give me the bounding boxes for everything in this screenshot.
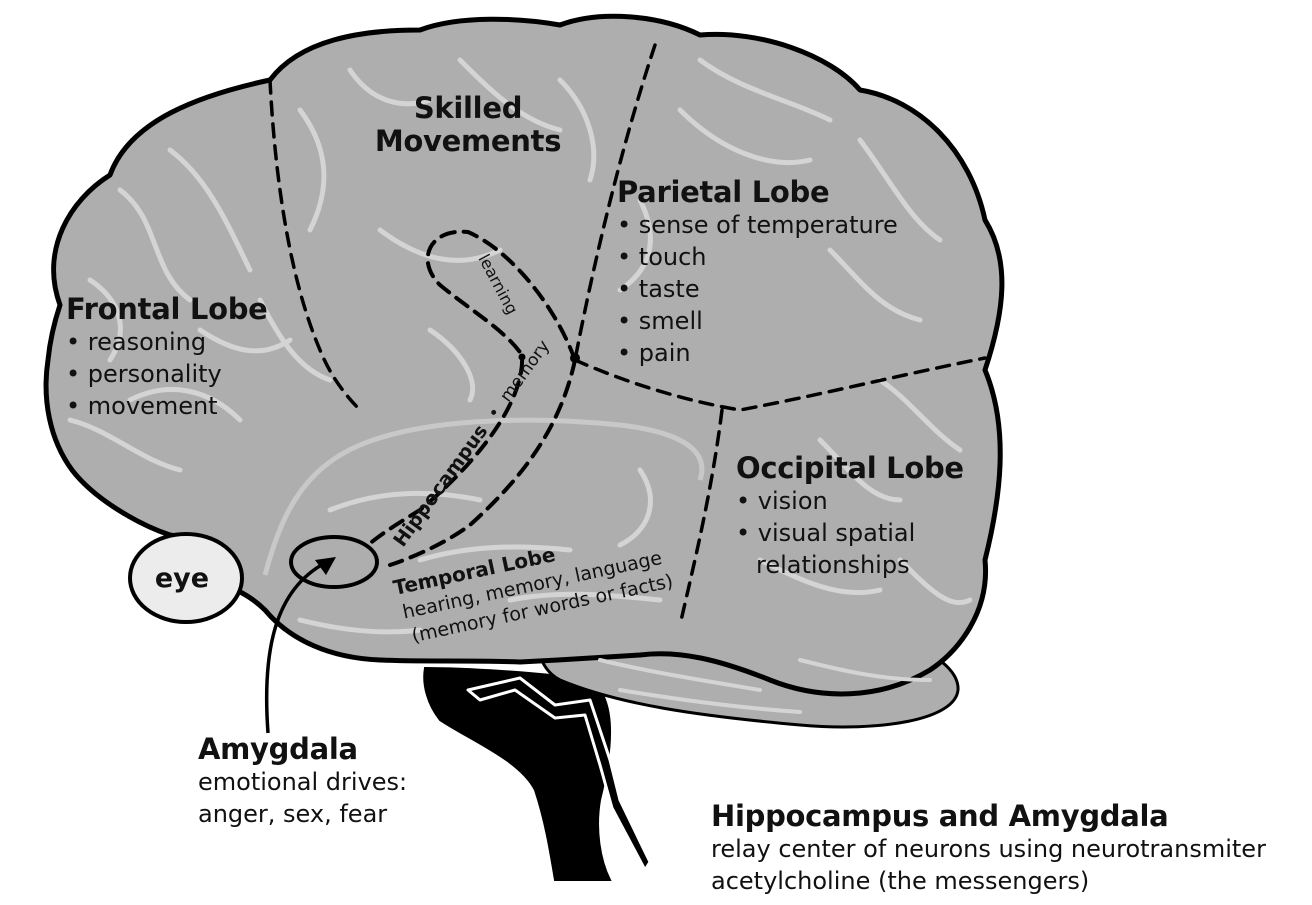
occipital-lobe-block: Occipital Lobe vision visual spatial rel…: [736, 452, 964, 581]
caption-line1: relay center of neurons using neurotrans…: [711, 833, 1266, 865]
amygdala-line2: anger, sex, fear: [198, 798, 407, 830]
amygdala-line1: emotional drives:: [198, 766, 407, 798]
occipital-lobe-list: vision visual spatial: [736, 485, 964, 549]
occipital-lobe-item: visual spatial: [736, 517, 964, 549]
parietal-lobe-item: taste: [617, 273, 898, 305]
eye-label: eye: [155, 563, 209, 594]
occipital-lobe-item: vision: [736, 485, 964, 517]
parietal-lobe-item: touch: [617, 241, 898, 273]
frontal-lobe-title: Frontal Lobe: [66, 293, 268, 326]
frontal-lobe-item: reasoning: [66, 326, 268, 358]
parietal-lobe-block: Parietal Lobe sense of temperature touch…: [617, 176, 898, 369]
skilled-movements-title: Skilled Movements: [368, 92, 568, 159]
parietal-lobe-title: Parietal Lobe: [617, 176, 898, 209]
caption-block: Hippocampus and Amygdala relay center of…: [711, 800, 1266, 897]
amygdala-title: Amygdala: [198, 733, 407, 766]
caption-line2: acetylcholine (the messengers): [711, 865, 1266, 897]
frontal-lobe-item: personality: [66, 358, 268, 390]
amygdala-block: Amygdala emotional drives: anger, sex, f…: [198, 733, 407, 830]
occipital-lobe-continuation: relationships: [736, 549, 964, 581]
frontal-lobe-list: reasoning personality movement: [66, 326, 268, 422]
skilled-movements-line2: Movements: [368, 125, 568, 158]
occipital-lobe-title: Occipital Lobe: [736, 452, 964, 485]
parietal-lobe-list: sense of temperature touch taste smell p…: [617, 209, 898, 369]
frontal-lobe-block: Frontal Lobe reasoning personality movem…: [66, 293, 268, 422]
hippocampus-junction-dot: [570, 353, 580, 363]
parietal-lobe-item: smell: [617, 305, 898, 337]
caption-title: Hippocampus and Amygdala: [711, 800, 1266, 833]
frontal-lobe-item: movement: [66, 390, 268, 422]
parietal-lobe-item: pain: [617, 337, 898, 369]
parietal-lobe-item: sense of temperature: [617, 209, 898, 241]
skilled-movements-line1: Skilled: [368, 92, 568, 125]
